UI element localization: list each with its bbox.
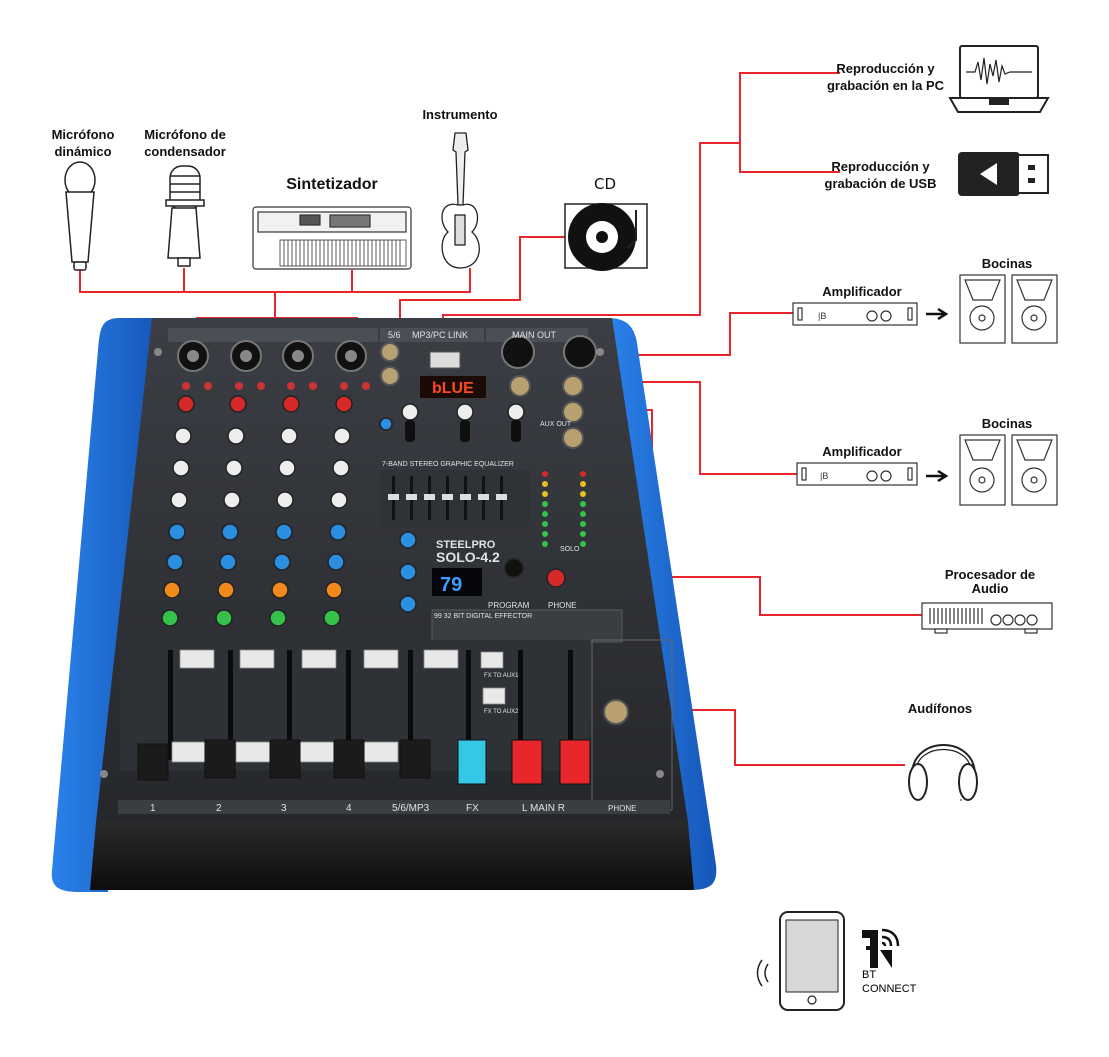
cable-usb — [739, 143, 840, 173]
speakers-1-icon — [959, 274, 1058, 344]
cd-player-icon — [564, 203, 648, 271]
synthesizer-icon — [252, 206, 412, 270]
channel-knobs — [161, 395, 566, 627]
cable-amp1 — [600, 312, 793, 356]
label-usb: Reproducción y grabación de USB — [824, 159, 937, 191]
label-instrument: Instrumento — [422, 107, 498, 122]
bt-label: BT — [862, 969, 876, 981]
label-processor: Procesador de Audio — [944, 567, 1036, 596]
level-meters — [542, 471, 586, 547]
condenser-mic-icon — [165, 165, 205, 267]
bottom-label-fx: FX — [466, 803, 479, 814]
bottom-label-phone: PHONE — [608, 804, 636, 813]
effect-number: 79 — [440, 574, 462, 596]
label-mic-dynamic: Micrófono dinámico — [51, 127, 115, 159]
label-cd: CD — [593, 175, 617, 193]
label-headphones: Audífonos — [907, 701, 973, 716]
label-speakers2: Bocinas — [981, 416, 1033, 431]
channel-strips — [168, 328, 588, 342]
label-mic-condenser: Micrófono de condensador — [144, 127, 226, 159]
fx-to-aux1: FX TO AUX1 — [484, 673, 519, 679]
svg-text:|B: |B — [818, 311, 826, 321]
mixer — [51, 318, 717, 892]
bottom-label-4: 4 — [346, 803, 352, 814]
headphones-icon — [908, 744, 978, 801]
bottom-label-2: 2 — [216, 803, 222, 814]
amplifier-2-icon: |B — [796, 462, 918, 486]
label-synth: Sintetizador — [286, 176, 378, 193]
usb-drive-icon — [958, 152, 1049, 196]
top-label-mainout: MAIN OUT — [512, 330, 557, 340]
effector-title: 99 32 BIT DIGITAL EFFECTOR — [434, 613, 532, 620]
cable-mic-dynamic — [79, 268, 471, 293]
cable-pc-usb — [442, 72, 840, 345]
fader-area — [120, 639, 673, 811]
bottom-label-main: L MAIN R — [522, 803, 565, 814]
top-label-mp3: MP3/PC LINK — [412, 330, 468, 340]
brand-label: STEELPRO — [436, 539, 496, 551]
aux-out-label: AUX OUT — [540, 421, 572, 428]
audio-processor-icon — [921, 602, 1053, 634]
bottom-labels: 1 2 3 4 5/6/MP3 FX L MAIN R PHONE — [150, 803, 636, 814]
svg-text:|B: |B — [820, 471, 828, 481]
fx-to-aux2: FX TO AUX2 — [484, 709, 519, 715]
laptop-icon — [948, 45, 1050, 113]
bottom-label-3: 3 — [281, 803, 287, 814]
top-label-56: 5/6 — [388, 330, 401, 340]
bottom-label-1: 1 — [150, 803, 156, 814]
led-display: bLUE — [432, 380, 474, 397]
label-amp1: Amplificador — [822, 284, 902, 299]
phone-label: PHONE — [548, 601, 576, 610]
cable-cd — [399, 236, 565, 345]
speakers-2-icon — [959, 434, 1058, 506]
bottom-label-56mp3: 5/6/MP3 — [392, 803, 430, 814]
label-speakers1: Bocinas — [981, 256, 1033, 271]
arrow-2-icon — [926, 469, 949, 483]
program-label: PROGRAM — [488, 601, 530, 610]
mixer-printed-text: 5/6 MP3/PC LINK MAIN OUT bLUE 7-BAND STE… — [382, 330, 580, 715]
graphic-eq — [380, 470, 530, 526]
label-pc: Reproducción y grabación en la PC — [826, 61, 945, 93]
model-label: SOLO-4.2 — [436, 549, 500, 565]
xlr-inputs — [177, 340, 367, 372]
bt-connect: BT CONNECT — [756, 911, 917, 1011]
guitar-icon — [441, 132, 480, 269]
connect-label: CONNECT — [862, 983, 917, 995]
solo-label: SOLO — [560, 546, 580, 553]
label-amp2: Amplificador — [822, 444, 902, 459]
arrow-1-icon — [926, 307, 949, 321]
eq-title: 7-BAND STEREO GRAPHIC EQUALIZER — [382, 461, 514, 468]
amplifier-1-icon: |B — [792, 302, 918, 326]
cable-amp2 — [596, 381, 797, 475]
dynamic-mic-icon — [64, 161, 96, 271]
bt-logo-icon — [862, 928, 900, 968]
